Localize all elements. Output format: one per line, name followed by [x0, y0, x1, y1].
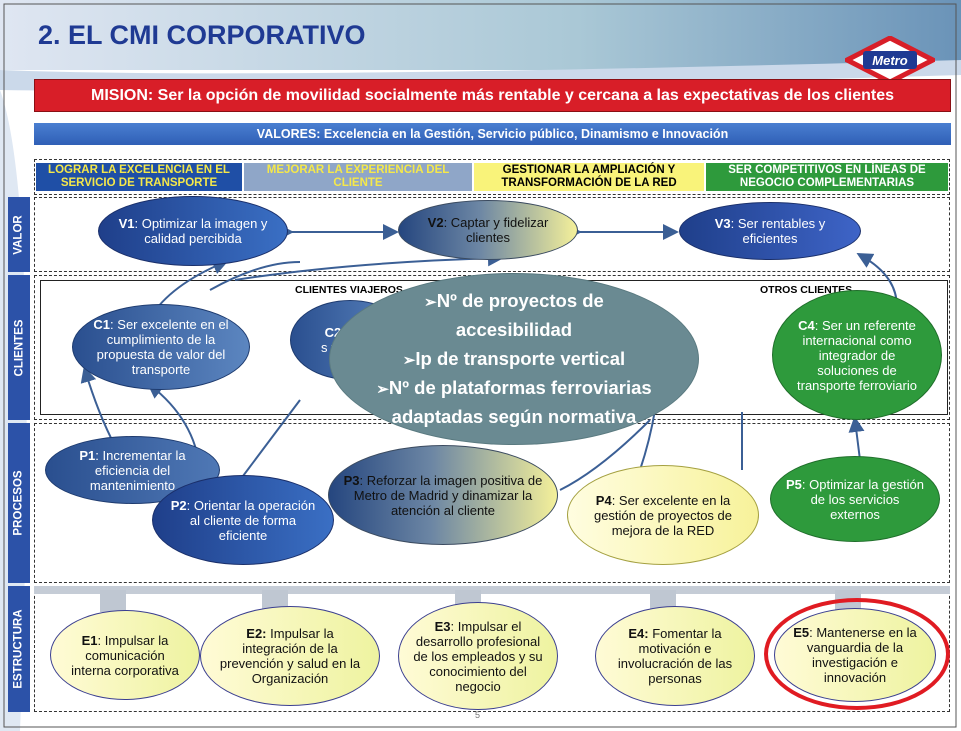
objective-e3: E3: Impulsar el desarrollo profesional d…: [398, 602, 558, 710]
indicator-transporte-vertical: Ip de transporte vertical: [403, 345, 625, 374]
objective-p5: P5: Optimizar la gestión de los servicio…: [770, 456, 940, 542]
objective-v3: V3: Ser rentables y eficientes: [679, 202, 861, 260]
mision-banner: MISION: Ser la opción de movilidad socia…: [34, 79, 951, 112]
band-excelencia: LOGRAR LA EXCELENCIA EN EL SERVICIO DE T…: [36, 163, 242, 191]
section-label-valor: VALOR: [8, 197, 30, 272]
page-number: 5: [475, 710, 481, 720]
valores-banner: VALORES: Excelencia en la Gestión, Servi…: [34, 123, 951, 145]
objective-p2: P2: Orientar la operación al cliente de …: [152, 475, 334, 565]
indicator-plataformas: Nº de plataformas ferroviarias: [376, 374, 652, 403]
indicator-proyectos-cont: accesibilidad: [455, 318, 573, 340]
band-competitivos: SER COMPETITIVOS EN LÍNEAS DE NEGOCIO CO…: [706, 163, 948, 191]
objective-c1: C1: Ser excelente en el cumplimiento de …: [72, 304, 250, 390]
band-ampliacion: GESTIONAR LA AMPLIACIÓN Y TRANSFORMACIÓN…: [474, 163, 704, 191]
objective-v2: V2: Captar y fidelizar clientes: [398, 200, 578, 260]
page-title: 2. EL CMI CORPORATIVO: [38, 20, 366, 50]
objective-p4: P4: Ser excelente en la gestión de proye…: [567, 465, 759, 565]
section-label-clientes: CLIENTES: [8, 275, 30, 420]
objective-e1: E1: Impulsar la comunicación interna cor…: [50, 610, 200, 700]
objective-v1: V1: Optimizar la imagen y calidad percib…: [98, 196, 288, 266]
section-label-estructura: ESTRUCTURA: [8, 586, 30, 712]
section-label-procesos: PROCESOS: [8, 423, 30, 583]
objective-c4: C4: Ser un referente internacional como …: [772, 290, 942, 420]
band-experiencia: MEJORAR LA EXPERIENCIA DEL CLIENTE: [244, 163, 472, 191]
section-valor-frame: [34, 197, 950, 272]
metro-logo-text: Metro: [872, 53, 907, 68]
indicator-plataformas-cont: adaptadas según normativa: [391, 405, 637, 427]
clientes-viajeros-label: CLIENTES VIAJEROS: [295, 284, 403, 296]
strategic-bands: [34, 159, 950, 195]
objective-e2: E2: Impulsar la integración de la preven…: [200, 606, 380, 706]
metro-logo: Metro: [845, 36, 935, 84]
indicator-proyectos: Nº de proyectos de: [424, 287, 604, 316]
objective-p3: P3: Reforzar la imagen positiva de Metro…: [328, 445, 558, 545]
highlight-ring: [764, 598, 950, 710]
structure-bar: [34, 586, 950, 594]
objective-e4: E4: Fomentar la motivación e involucraci…: [595, 606, 755, 706]
structure-pillar: [100, 590, 126, 612]
indicator-callout: Nº de proyectos de accesibilidad Ip de t…: [330, 274, 698, 444]
